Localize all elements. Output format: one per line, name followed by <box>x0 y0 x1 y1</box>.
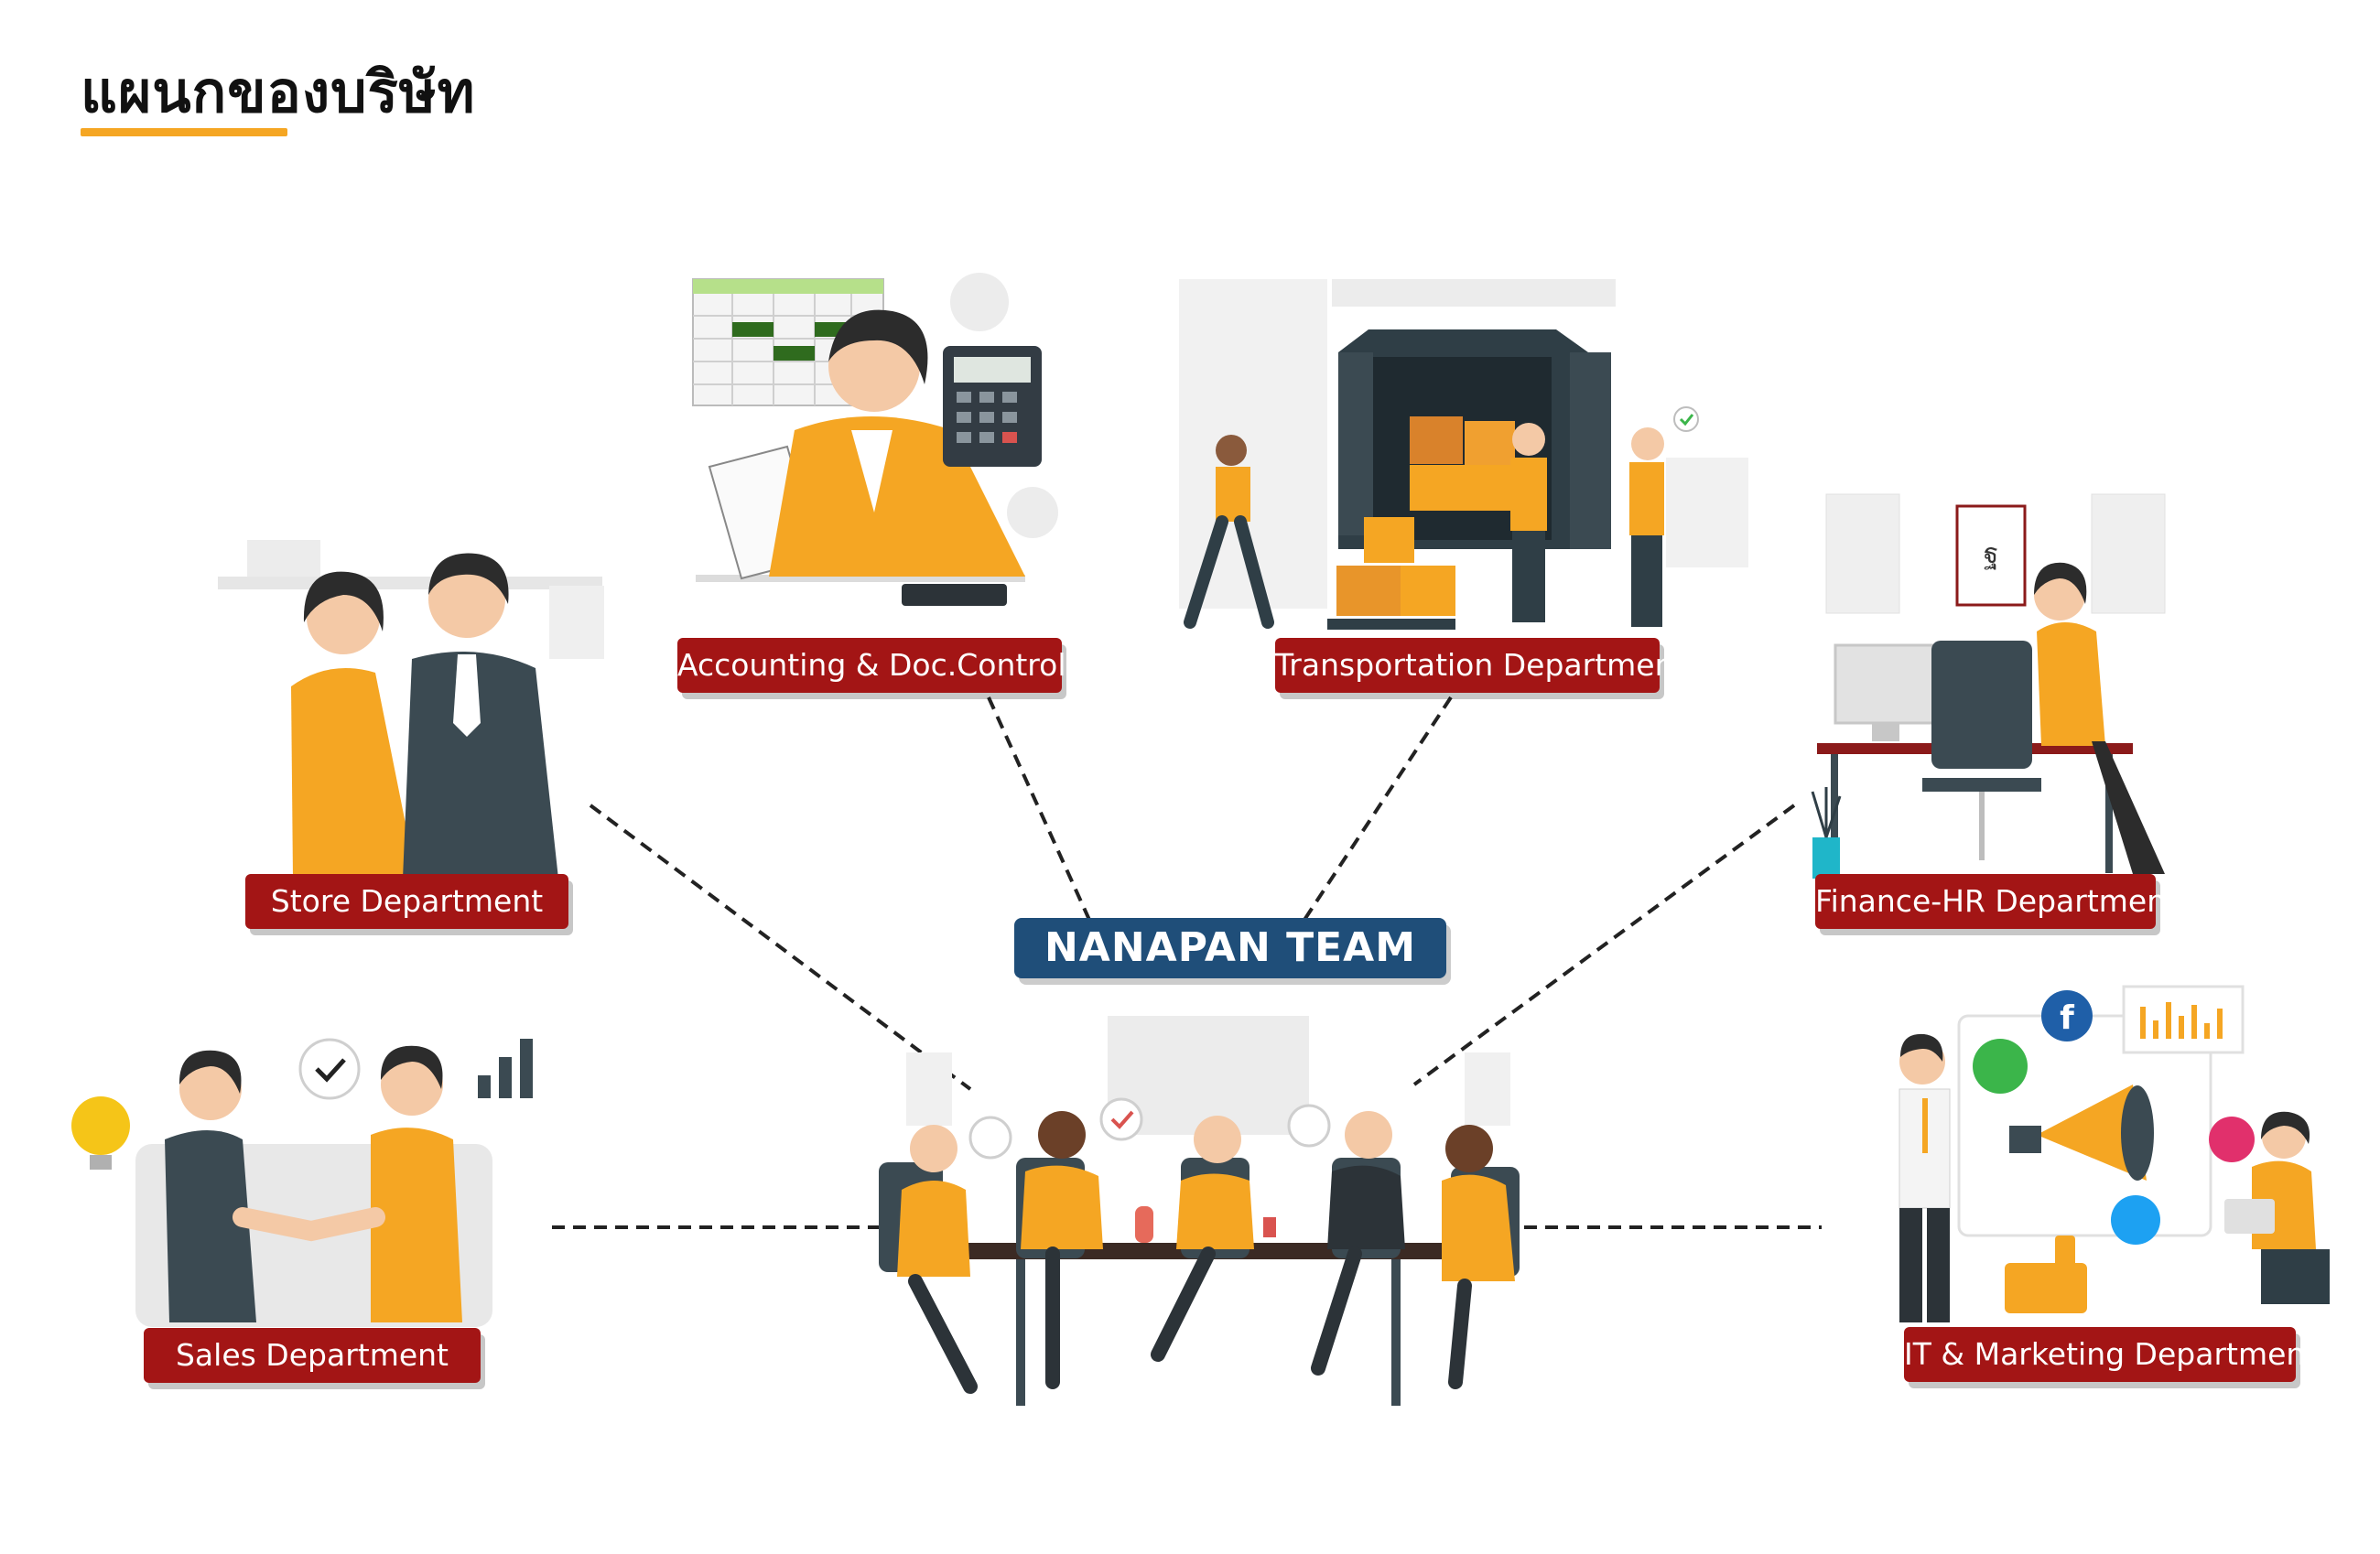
dept-label-store[interactable]: Store Department <box>245 874 568 929</box>
office-desk-illustration: ฐ <box>1811 493 2166 879</box>
dept-label-transportation[interactable]: Transportation Department <box>1275 638 1685 693</box>
dept-label-finance-hr[interactable]: Finance-HR Department <box>1815 874 2178 929</box>
store-staff-illustration <box>218 540 604 879</box>
dept-label-sales[interactable]: Sales Department <box>144 1328 481 1383</box>
social-media-illustration: f <box>1899 985 2330 1322</box>
center-team-label[interactable]: NANAPAN TEAM <box>1014 918 1446 978</box>
page-title: แผนกของบริษัท <box>81 59 476 125</box>
svg-text:ฐ: ฐ <box>1984 538 1999 570</box>
connector-accounting <box>987 696 1091 921</box>
dept-label-it-marketing[interactable]: IT & Marketing Department <box>1904 1327 2317 1382</box>
accountant-illustration <box>692 273 1058 606</box>
team-meeting-illustration <box>879 1016 1520 1406</box>
connector-transportation <box>1303 696 1453 922</box>
connectors <box>552 696 1822 1229</box>
connector-store <box>589 804 972 1091</box>
dept-label-accounting[interactable]: Accounting & Doc.Control <box>677 638 1066 693</box>
title-underline <box>81 128 287 136</box>
handshake-illustration <box>71 1038 533 1327</box>
connector-finance-hr <box>1412 804 1796 1086</box>
svg-text:f: f <box>2060 999 2074 1037</box>
delivery-van-illustration <box>1179 279 1748 630</box>
